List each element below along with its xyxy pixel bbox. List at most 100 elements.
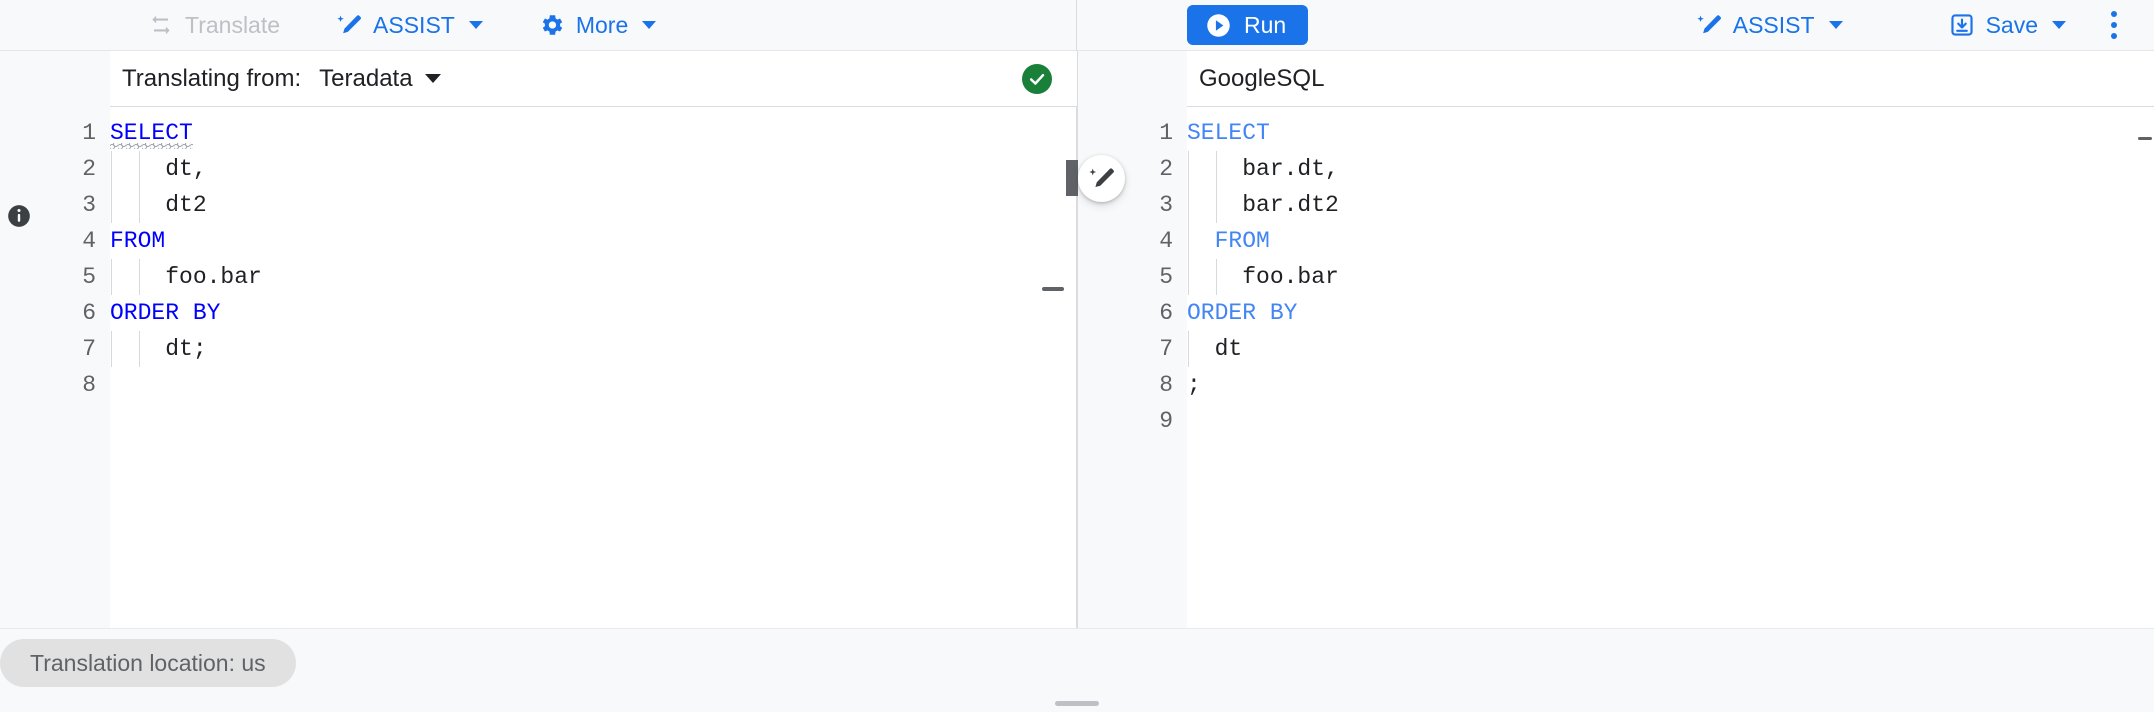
- gear-icon: [539, 12, 565, 38]
- translation-location-chip: Translation location: us: [0, 639, 296, 687]
- magic-pencil-icon: [336, 12, 362, 38]
- code-line[interactable]: ORDER BY: [110, 295, 1076, 331]
- code-line[interactable]: FROM: [110, 223, 1076, 259]
- check-circle-icon: [1022, 63, 1052, 94]
- line-number: 6: [1159, 300, 1173, 326]
- run-button-label: Run: [1244, 11, 1287, 38]
- kebab-menu-icon[interactable]: [2092, 3, 2136, 47]
- source-dialect-value: Teradata: [319, 64, 413, 92]
- magic-pencil-icon: [1696, 12, 1722, 38]
- splitter-drag-handle[interactable]: [1066, 160, 1078, 196]
- code-line[interactable]: SELECT: [110, 115, 1076, 151]
- more-button[interactable]: More: [531, 5, 664, 45]
- source-pane-header: Translating from: Teradata: [110, 51, 1077, 107]
- more-button-label: More: [575, 11, 629, 38]
- save-button[interactable]: Save: [1941, 5, 2074, 45]
- line-number: 8: [1159, 372, 1173, 398]
- code-line[interactable]: dt,: [110, 151, 1076, 187]
- sql-keyword: ORDER BY: [110, 300, 221, 326]
- indent-guide: [111, 259, 112, 295]
- code-line[interactable]: FROM: [1187, 223, 2154, 259]
- code-line[interactable]: bar.dt,: [1187, 151, 2154, 187]
- line-number: 5: [1159, 264, 1173, 290]
- info-icon[interactable]: [6, 203, 32, 229]
- code-line[interactable]: foo.bar: [110, 259, 1076, 295]
- target-pane-header: GoogleSQL: [1187, 51, 2154, 107]
- target-dialect-label: GoogleSQL: [1199, 64, 1325, 92]
- code-line[interactable]: dt: [1187, 331, 2154, 367]
- line-number: 8: [82, 372, 96, 398]
- line-number: 3: [82, 192, 96, 218]
- line-number: 7: [1159, 336, 1173, 362]
- code-line[interactable]: dt2: [110, 187, 1076, 223]
- translate-button[interactable]: Translate: [140, 5, 288, 45]
- indent-guide: [111, 187, 112, 223]
- code-line[interactable]: ORDER BY: [1187, 295, 2154, 331]
- top-toolbar: Translate ASSIST More: [0, 0, 2154, 51]
- magic-pencil-icon[interactable]: [1078, 155, 1125, 202]
- assist-button-source[interactable]: ASSIST: [328, 5, 491, 45]
- source-dialect-select[interactable]: Teradata: [319, 64, 441, 93]
- run-button[interactable]: Run: [1187, 5, 1309, 45]
- chevron-down-icon: [424, 74, 441, 83]
- sql-keyword: FROM: [1187, 228, 1270, 254]
- code-line[interactable]: bar.dt2: [1187, 187, 2154, 223]
- line-number: 2: [82, 156, 96, 182]
- line-number: 4: [1159, 228, 1173, 254]
- source-horizontal-scrollbar[interactable]: [1042, 287, 1064, 291]
- code-line[interactable]: SELECT: [1187, 115, 2154, 151]
- sql-text: dt;: [110, 336, 207, 362]
- target-vertical-scrollbar[interactable]: [2138, 137, 2152, 140]
- code-line[interactable]: ;: [1187, 367, 2154, 403]
- sql-keyword: SELECT: [1187, 120, 1270, 146]
- sql-text: dt,: [110, 156, 207, 182]
- swap-horizontal-icon: [148, 12, 174, 38]
- sql-keyword: ORDER BY: [1187, 300, 1298, 326]
- pane-splitter[interactable]: [1077, 51, 1078, 628]
- chevron-down-icon: [642, 21, 657, 29]
- code-line[interactable]: foo.bar: [1187, 259, 2154, 295]
- line-number: 4: [82, 228, 96, 254]
- sql-text: foo.bar: [1187, 264, 1339, 290]
- status-bar: Translation location: us: [0, 628, 2154, 712]
- chevron-down-icon: [2052, 21, 2066, 29]
- indent-guide: [1215, 259, 1217, 295]
- sql-text: ;: [1187, 372, 1201, 398]
- chevron-down-icon: [1828, 21, 1843, 29]
- toolbar-right-group: Run ASSIST: [1077, 0, 2154, 51]
- code-line[interactable]: [1187, 403, 2154, 439]
- line-number: 5: [82, 264, 96, 290]
- indent-guide: [1215, 187, 1217, 223]
- line-number: 2: [1159, 156, 1173, 182]
- bottom-resize-grip[interactable]: [1055, 701, 1099, 706]
- editor-panes: Translating from: Teradata: [0, 51, 2154, 628]
- line-number: 1: [82, 120, 96, 146]
- sql-text: dt2: [110, 192, 207, 218]
- indent-guide: [1188, 259, 1189, 295]
- assist-button-target[interactable]: ASSIST: [1688, 5, 1851, 45]
- indent-guide: [138, 187, 140, 223]
- indent-guide: [138, 331, 140, 367]
- save-button-label: Save: [1985, 11, 2038, 38]
- indent-guide: [1188, 223, 1189, 259]
- save-download-icon: [1949, 12, 1975, 38]
- sql-text: bar.dt2: [1187, 192, 1339, 218]
- error-squiggle: [110, 143, 194, 149]
- toolbar-left-group: Translate ASSIST More: [0, 0, 1077, 51]
- indent-guide: [1188, 151, 1189, 187]
- status-bar-divider: [0, 628, 2154, 629]
- sql-keyword: FROM: [110, 228, 166, 254]
- indent-guide: [1188, 331, 1189, 367]
- code-line[interactable]: [110, 367, 1076, 403]
- play-circle-icon: [1205, 12, 1232, 39]
- code-line[interactable]: dt;: [110, 331, 1076, 367]
- assist-button-source-label: ASSIST: [373, 11, 455, 38]
- line-number: 9: [1159, 408, 1173, 434]
- translate-button-label: Translate: [185, 11, 281, 38]
- sql-text: dt: [1187, 336, 1243, 362]
